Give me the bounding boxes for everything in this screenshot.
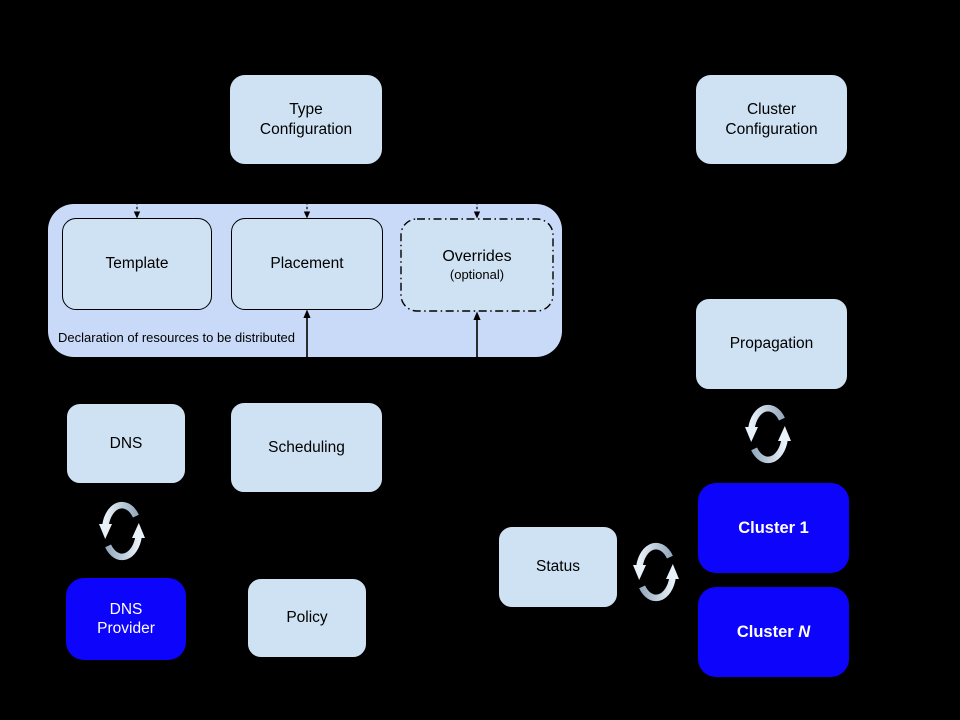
- node-scheduling-label: Scheduling: [268, 438, 345, 456]
- node-overrides-sublabel: (optional): [449, 267, 505, 282]
- node-dns-provider: DNS Provider: [66, 578, 186, 660]
- node-status-label: Status: [536, 558, 580, 576]
- node-propagation: Propagation: [695, 298, 848, 390]
- node-dns: DNS: [66, 403, 186, 484]
- node-placement-label: Placement: [270, 255, 344, 273]
- node-cluster-1-label: Cluster 1: [738, 518, 809, 537]
- node-template-label: Template: [105, 255, 169, 273]
- node-template: Template: [62, 218, 212, 310]
- cluster-n-italic: N: [798, 622, 811, 641]
- node-propagation-label: Propagation: [729, 335, 814, 353]
- node-policy: Policy: [247, 578, 367, 658]
- node-placement: Placement: [231, 218, 383, 310]
- node-dns-provider-label: DNS Provider: [97, 600, 155, 637]
- node-cluster-n-label: Cluster N: [736, 622, 811, 641]
- node-dns-label: DNS: [109, 434, 143, 452]
- node-cluster-1: Cluster 1: [698, 483, 849, 573]
- sync-icon: [745, 404, 791, 464]
- container-caption: Declaration of resources to be distribut…: [58, 330, 296, 345]
- node-type-configuration-label: Type Configuration: [259, 101, 353, 138]
- node-cluster-configuration-label: Cluster Configuration: [725, 101, 818, 138]
- node-cluster-n: Cluster N: [698, 587, 849, 677]
- node-cluster-configuration: Cluster Configuration: [695, 74, 848, 165]
- node-status: Status: [498, 526, 618, 608]
- sync-icon: [99, 501, 145, 561]
- node-overrides-label: Overrides: [442, 248, 512, 265]
- node-scheduling: Scheduling: [230, 402, 383, 493]
- node-overrides: Overrides (optional): [400, 218, 554, 312]
- sync-icon: [633, 542, 679, 602]
- overrides-dashdot-border: [400, 218, 554, 312]
- node-type-configuration: Type Configuration: [229, 74, 383, 165]
- node-policy-label: Policy: [286, 609, 328, 627]
